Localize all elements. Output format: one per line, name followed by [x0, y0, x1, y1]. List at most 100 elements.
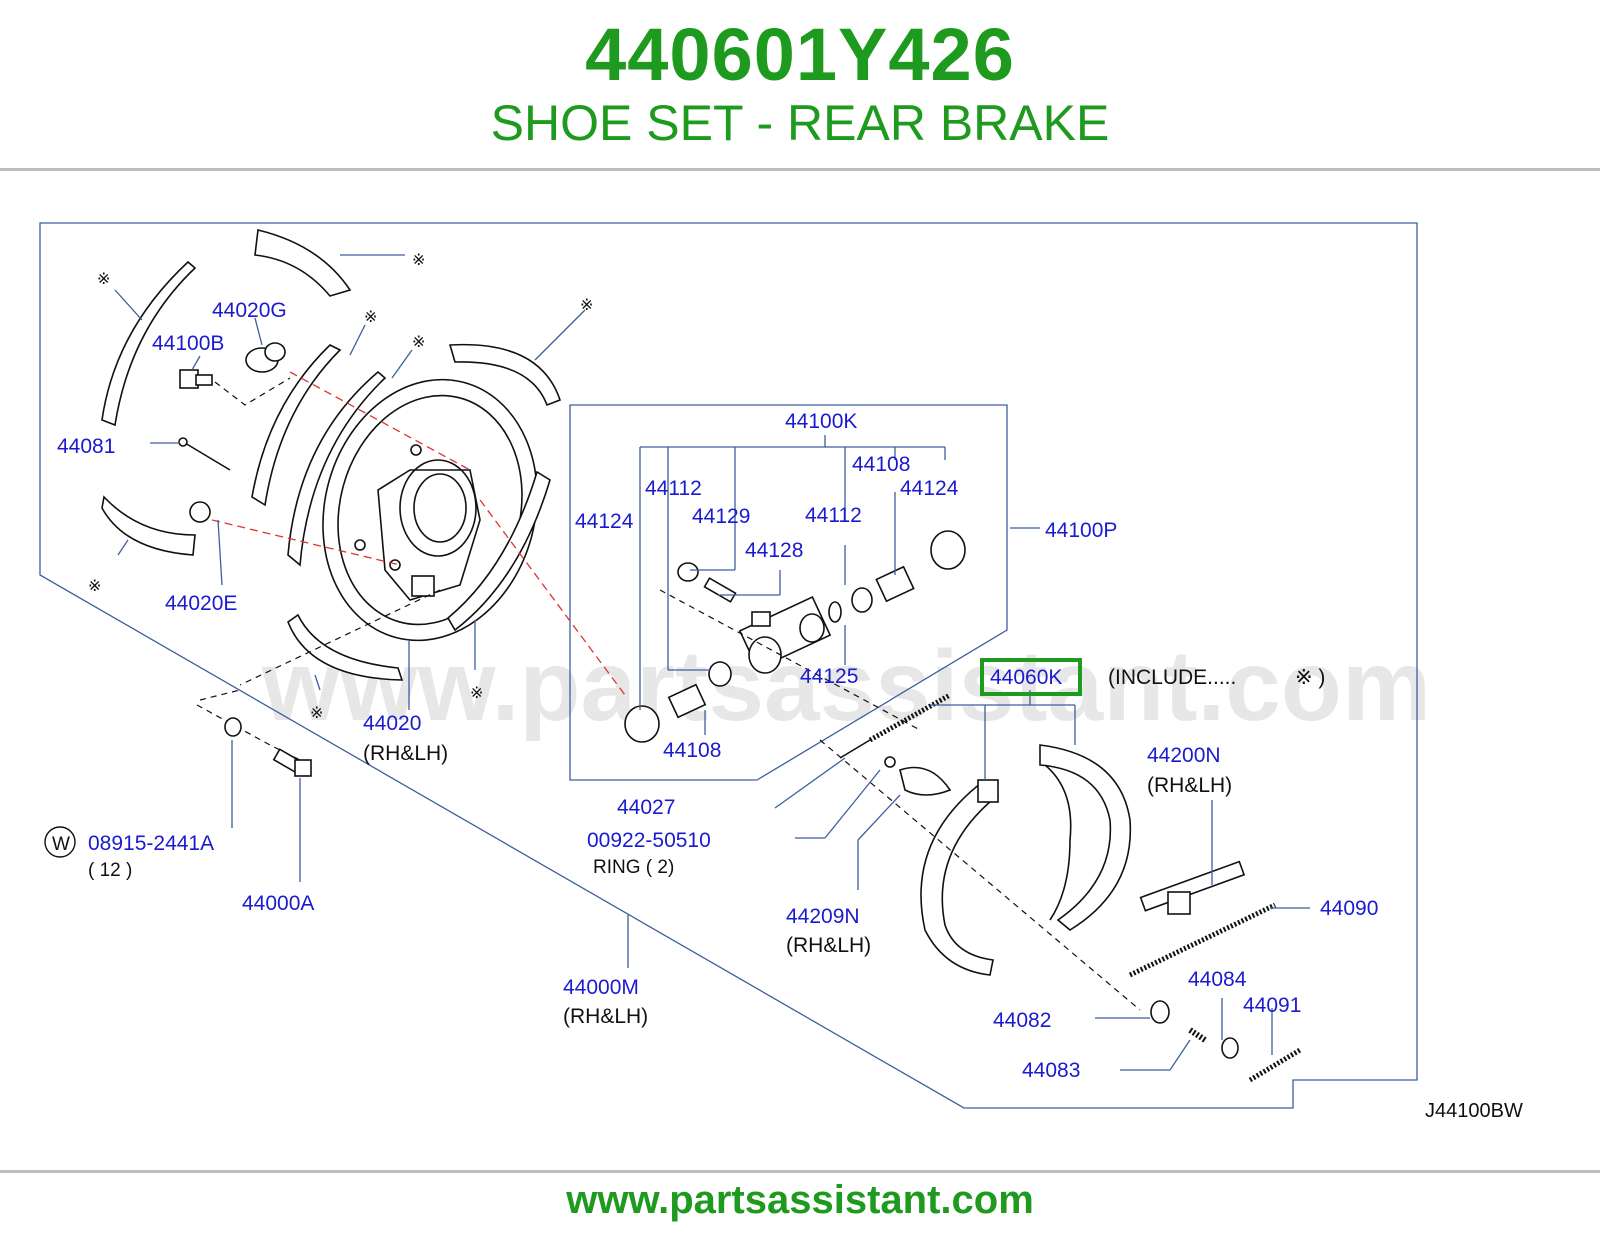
asterisk-1: ※ — [97, 269, 110, 288]
grommet-44020G — [245, 342, 286, 373]
label-44027[interactable]: 44027 — [617, 796, 675, 819]
label-44081[interactable]: 44081 — [57, 435, 115, 458]
asterisk-2: ※ — [412, 250, 425, 269]
asterisk-3: ※ — [364, 307, 377, 326]
cup-44112 — [851, 587, 873, 613]
plug-44020E — [189, 501, 211, 523]
dash-lower-1 — [239, 589, 441, 686]
retainer-44084 — [1221, 1037, 1239, 1059]
adjuster-44200N — [1139, 860, 1246, 915]
wheel-cylinder-box — [569, 404, 1008, 781]
asterisk-8: ※ — [310, 703, 323, 722]
lever-44209N — [899, 766, 952, 796]
cup-44082 — [1150, 1000, 1170, 1024]
page-header: 440601Y426 SHOE SET - REAR BRAKE — [0, 0, 1600, 168]
alignment-line-3 — [479, 499, 626, 696]
label-44124-upper[interactable]: 44124 — [900, 477, 959, 500]
spring-44083 — [1188, 1027, 1207, 1043]
boot-44124-lower — [624, 705, 660, 743]
label-44108-upper[interactable]: 44108 — [852, 453, 910, 476]
label-44209N[interactable]: 44209N — [786, 905, 860, 928]
label-44128[interactable]: 44128 — [745, 539, 803, 562]
piston-44108-lower — [667, 683, 707, 719]
lining-strip-left — [101, 260, 197, 427]
label-44125[interactable]: 44125 — [800, 665, 858, 688]
dash-cyl — [659, 589, 921, 731]
include-note: (INCLUDE..... — [1108, 666, 1236, 689]
spring-cup — [828, 601, 842, 623]
pin-44081 — [184, 442, 231, 471]
bolt-44100B — [179, 369, 213, 389]
wheel-cylinder — [738, 595, 832, 674]
lining-strip-mid2 — [287, 370, 387, 567]
lining-strip-right-bottom — [446, 470, 551, 632]
label-44000M[interactable]: 44000M — [563, 976, 639, 999]
label-00922-50510[interactable]: 00922-50510 — [587, 829, 711, 852]
header-divider — [0, 168, 1600, 171]
label-44000A[interactable]: 44000A — [242, 892, 314, 915]
piston-44108-upper — [875, 565, 915, 603]
bleeder-44128 — [703, 577, 737, 603]
alignment-line-1 — [289, 371, 471, 471]
part-title: SHOE SET - REAR BRAKE — [490, 95, 1110, 151]
rhlh-44000M: (RH&LH) — [563, 1005, 648, 1028]
rhlh-44209N: (RH&LH) — [786, 934, 871, 957]
cup-44125 — [708, 661, 732, 687]
asterisk-6: ※ — [88, 576, 101, 595]
rhlh-44200N: (RH&LH) — [1147, 774, 1232, 797]
w-symbol-circle — [44, 826, 76, 858]
lining-strip-top — [254, 229, 352, 297]
brake-shoe-rear — [1039, 744, 1132, 931]
label-44100B[interactable]: 44100B — [152, 332, 224, 355]
dash-shoe — [819, 739, 1141, 1011]
washer-08915 — [224, 717, 242, 737]
label-44090[interactable]: 44090 — [1320, 897, 1378, 920]
spring-44027 — [839, 692, 952, 759]
ring-qty: RING ( 2) — [593, 857, 674, 878]
brake-shoe-front — [920, 778, 1000, 976]
ring-00922 — [884, 756, 896, 768]
dash-lower-2 — [199, 689, 241, 701]
watermark: www.partsassistant.com — [261, 630, 1431, 742]
label-44124-lower[interactable]: 44124 — [575, 510, 634, 533]
label-44084[interactable]: 44084 — [1188, 968, 1247, 991]
part-number: 440601Y426 — [585, 13, 1015, 96]
asterisk-7: ※ — [470, 683, 483, 702]
footer-url[interactable]: www.partsassistant.com — [566, 1178, 1034, 1222]
alignment-line-2 — [211, 519, 401, 566]
label-44112-upper[interactable]: 44112 — [645, 477, 702, 500]
asterisk-4: ※ — [412, 332, 425, 351]
dash-bolt — [214, 377, 291, 406]
highlight-box-44060K[interactable] — [980, 658, 1082, 696]
backing-plate — [322, 378, 538, 642]
leader-lines — [114, 254, 1310, 1071]
lining-strip-lower — [287, 613, 404, 681]
label-44100K[interactable]: 44100K — [785, 410, 857, 433]
boot-44124-upper — [930, 530, 966, 570]
label-44020G[interactable]: 44020G — [212, 299, 287, 322]
lining-strip-mid — [251, 344, 342, 507]
qty-12: ( 12 ) — [88, 860, 132, 881]
label-44083[interactable]: 44083 — [1022, 1059, 1080, 1082]
label-44100P[interactable]: 44100P — [1045, 519, 1117, 542]
label-08915-2441A[interactable]: 08915-2441A — [88, 832, 214, 855]
label-44129[interactable]: 44129 — [692, 505, 750, 528]
bolt-44000A — [272, 748, 312, 777]
label-44060K[interactable]: 44060K — [990, 666, 1062, 689]
label-44112-lower[interactable]: 44112 — [805, 504, 862, 527]
footer-divider — [0, 1170, 1600, 1173]
cap-44129 — [677, 562, 699, 582]
include-note-symbol: ※ ) — [1295, 666, 1325, 689]
pin-head — [178, 437, 188, 447]
label-44020E[interactable]: 44020E — [165, 592, 237, 615]
spring-44090 — [1128, 902, 1277, 978]
label-44082[interactable]: 44082 — [993, 1009, 1051, 1032]
lining-strip-lower-left — [101, 495, 196, 556]
label-44091[interactable]: 44091 — [1243, 994, 1301, 1017]
rhlh-44020: (RH&LH) — [363, 742, 448, 765]
label-44020[interactable]: 44020 — [363, 712, 421, 735]
label-44200N[interactable]: 44200N — [1147, 744, 1221, 767]
asterisk-5: ※ — [580, 295, 593, 314]
label-44108-lower[interactable]: 44108 — [663, 739, 721, 762]
